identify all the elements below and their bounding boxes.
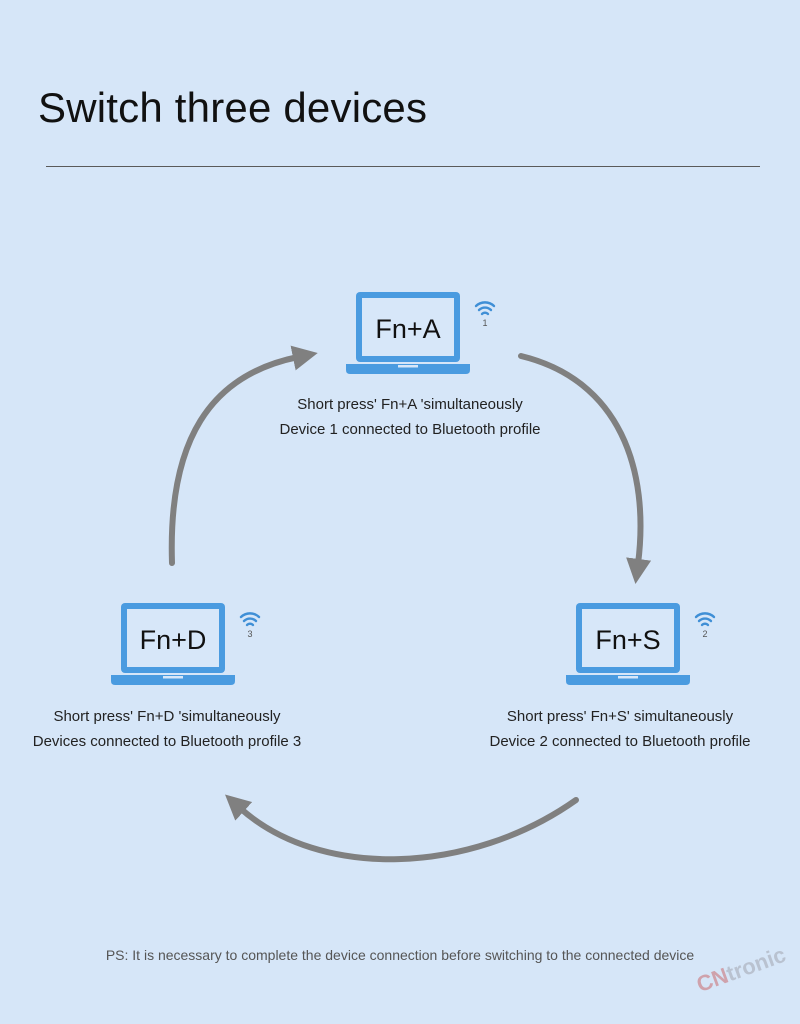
device-3-caption: Short press' Fn+D 'simultaneously Device… xyxy=(0,704,337,754)
channel-number: 1 xyxy=(482,318,487,328)
laptop-icon xyxy=(111,603,235,685)
wifi-signal-icon xyxy=(474,301,496,316)
laptop-screen-label: Fn+A xyxy=(375,314,440,344)
device-1-caption: Short press' Fn+A 'simultaneously Device… xyxy=(240,392,580,442)
caption-line-2: Device 2 connected to Bluetooth profile xyxy=(489,733,751,750)
laptop-screen-label: Fn+S xyxy=(595,625,660,655)
footnote: PS: It is necessary to complete the devi… xyxy=(105,947,695,963)
caption-line-1: Short press' Fn+S' simultaneously xyxy=(506,708,734,725)
caption-line-2: Devices connected to Bluetooth profile 3 xyxy=(32,733,302,750)
laptop-icon xyxy=(346,292,470,374)
arrow-device2-to-device3 xyxy=(225,794,579,863)
arrow-device1-to-device2 xyxy=(518,353,652,584)
laptop-icon xyxy=(566,603,690,685)
arrow-device3-to-device1 xyxy=(168,345,318,566)
channel-number: 3 xyxy=(247,629,252,639)
device-3: Fn+D 3 xyxy=(111,603,261,685)
page-title: Switch three devices xyxy=(38,84,428,131)
channel-number: 2 xyxy=(702,629,707,639)
laptop-screen-label: Fn+D xyxy=(140,625,207,655)
wifi-signal-icon xyxy=(239,612,261,627)
caption-line-1: Short press' Fn+D 'simultaneously xyxy=(53,708,281,725)
caption-line-2: Device 1 connected to Bluetooth profile xyxy=(279,421,541,438)
device-2-caption: Short press' Fn+S' simultaneously Device… xyxy=(450,704,790,754)
device-1: Fn+A 1 xyxy=(346,292,496,374)
device-2: Fn+S 2 xyxy=(566,603,716,685)
wifi-signal-icon xyxy=(694,612,716,627)
caption-line-1: Short press' Fn+A 'simultaneously xyxy=(297,396,523,413)
title-divider xyxy=(46,166,760,167)
